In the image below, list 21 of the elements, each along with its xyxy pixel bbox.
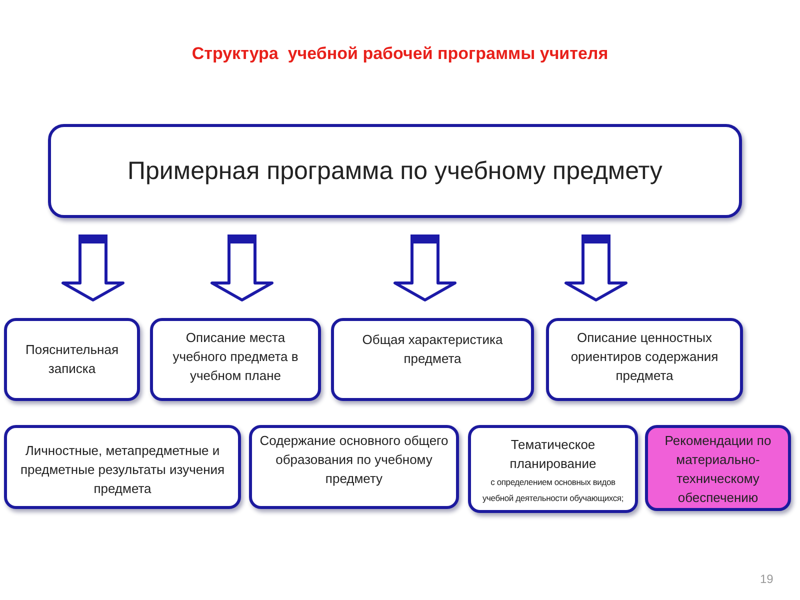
section-box xyxy=(468,425,638,513)
box-text: Описание места учебного предмета в учебном плане xyxy=(172,329,300,385)
section-box xyxy=(4,318,140,401)
section-box xyxy=(331,318,534,401)
page-number: 19 xyxy=(760,572,774,586)
section-box xyxy=(645,425,791,511)
box-text: Пояснительная записка xyxy=(24,341,120,378)
box-text: Тематическое планирование xyxy=(508,436,598,473)
section-box xyxy=(546,318,743,401)
section-box xyxy=(4,425,241,509)
slide-title: Структура учебной рабочей программы учителя xyxy=(190,44,610,64)
box-text: Содержание основного общего образования по учебному предмету xyxy=(258,432,450,488)
box-text: Личностные, метапредметные и предметные результаты изучения предмета xyxy=(19,442,226,498)
section-box xyxy=(249,425,459,509)
box-text: Общая характеристика предмета xyxy=(361,331,504,368)
box-text: Примерная программа по учебному предмету xyxy=(128,156,662,187)
main-program-box xyxy=(48,124,742,218)
box-text: Описание ценностных ориентиров содержания предмета xyxy=(570,329,720,385)
section-box xyxy=(150,318,321,401)
subtitle-text: с определением основных видов учебной деятельности обучающихся; xyxy=(481,476,624,505)
box-text: Рекомендации по материально-техническому обеспечению xyxy=(664,432,772,507)
